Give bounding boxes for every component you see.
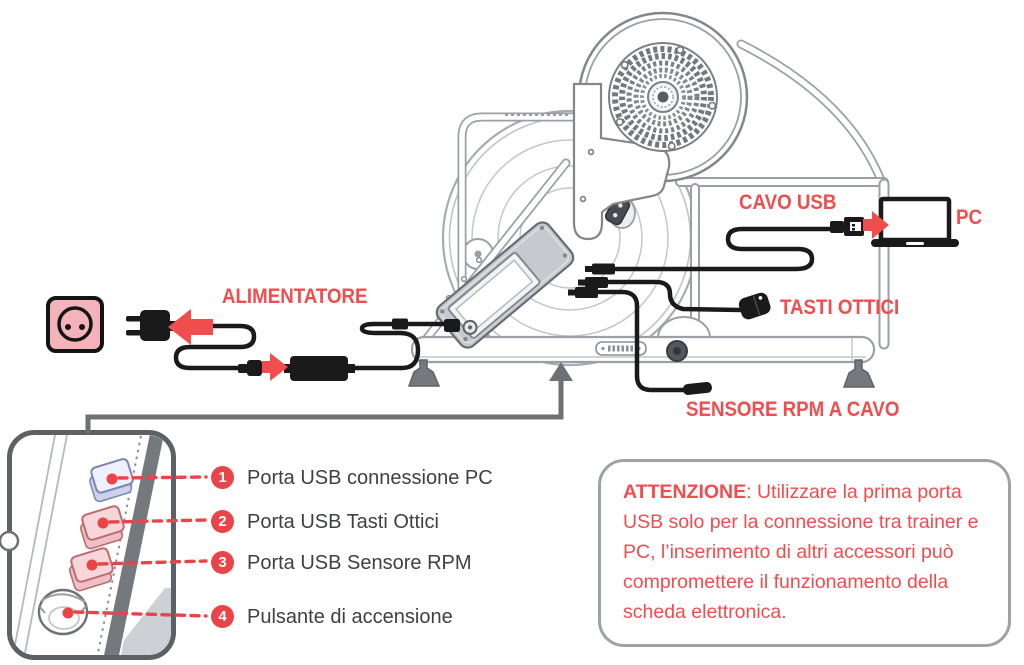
callout-1-label: Porta USB connessione PC [247, 467, 493, 489]
arrow-to-outlet-icon [168, 309, 213, 345]
inset-pointer-arrow [85, 362, 573, 433]
power-brick-icon [290, 356, 348, 381]
power-cabling [171, 318, 460, 381]
callout-2-badge: 2 [211, 510, 234, 533]
label-pc: PC [956, 205, 982, 229]
label-tasti-ottici: TASTI OTTICI [780, 295, 900, 319]
optical-buttons-icon [738, 292, 771, 320]
arrow-to-brick-icon [262, 353, 288, 381]
label-alimentatore: ALIMENTATORE [222, 284, 368, 308]
front-foot [407, 359, 441, 387]
callout-4-badge: 4 [211, 605, 234, 628]
trainer-illustration [407, 11, 890, 388]
base-label-plate [595, 341, 647, 356]
rpm-sensor-icon [682, 381, 712, 395]
arrow-to-laptop-icon [863, 211, 889, 239]
attention-body: : Utilizzare la prima porta USB solo per… [623, 481, 979, 623]
control-panel [435, 221, 575, 349]
callout-1-badge: 1 [211, 466, 234, 489]
usb-port-2 [79, 505, 125, 550]
usb-connector-icon [830, 217, 864, 236]
label-cavo-usb: CAVO USB [739, 190, 837, 214]
callout-3-badge: 3 [211, 551, 234, 574]
cassette [608, 42, 718, 152]
laptop-icon [871, 196, 959, 247]
attention-box: ATTENZIONE: Utilizzare la prima porta US… [598, 459, 1011, 647]
power-plug-icon [126, 310, 176, 341]
panel-power-plug [444, 319, 460, 332]
callout-2-label: Porta USB Tasti Ottici [247, 511, 439, 533]
rear-foot [842, 359, 876, 388]
usb-cabling [568, 217, 864, 395]
callout-3-label: Porta USB Sensore RPM [247, 552, 472, 574]
callout-4-label: Pulsante di accensione [247, 606, 453, 628]
usb-port-3 [68, 547, 114, 592]
wall-outlet-icon [46, 296, 104, 353]
attention-title: ATTENZIONE [623, 481, 747, 503]
label-sensore-rpm: SENSORE RPM A CAVO [686, 397, 900, 421]
ports-detail-inset [0, 430, 208, 660]
